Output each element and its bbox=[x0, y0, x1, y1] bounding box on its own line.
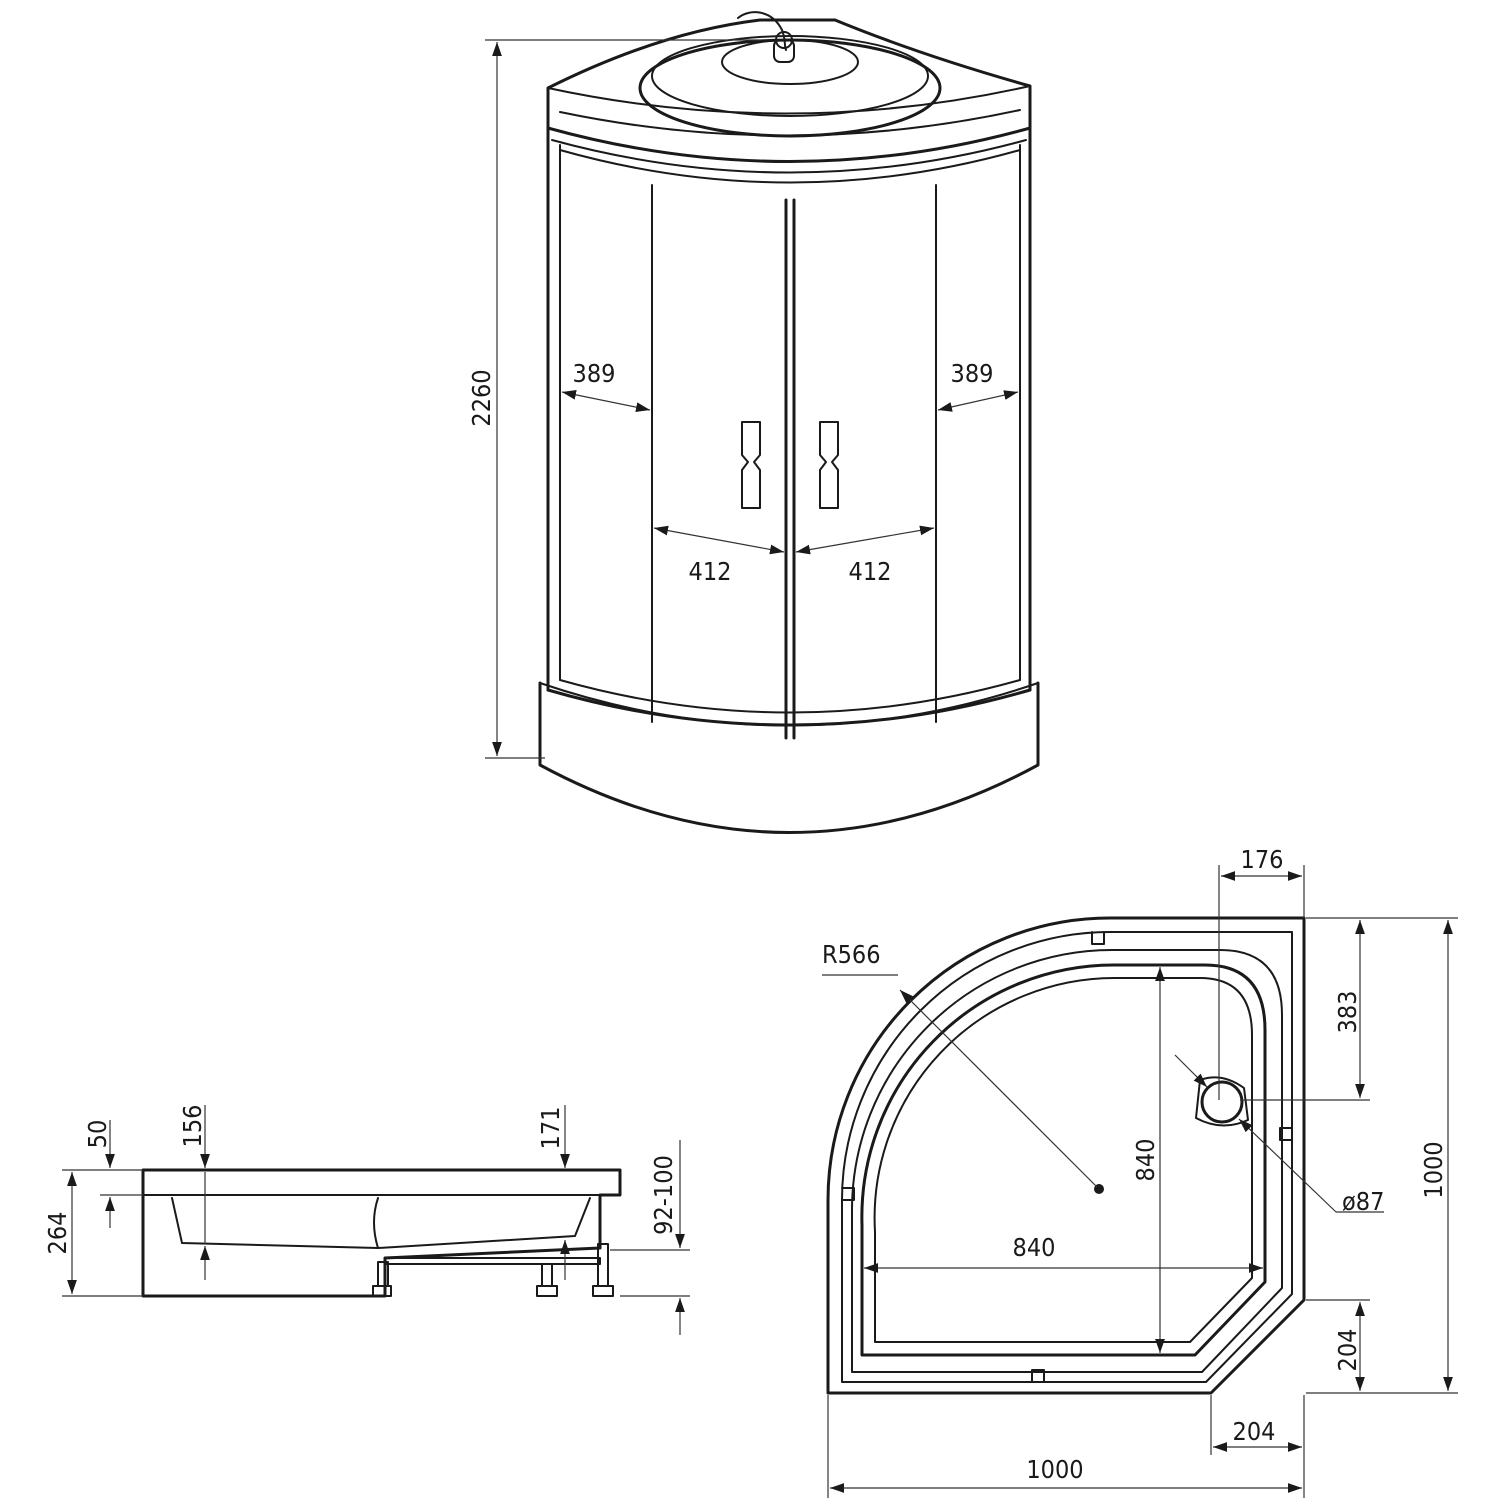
dim-inner-width-label: 840 bbox=[1013, 1233, 1056, 1262]
dim-drain-from-top-label: 383 bbox=[1333, 991, 1362, 1034]
dim-total-width-label: 1000 bbox=[1026, 1455, 1083, 1484]
dim-rim-label: 50 bbox=[83, 1120, 112, 1149]
dim-chamfer-horizontal-label: 204 bbox=[1233, 1417, 1276, 1446]
dim-depth-right-label: 171 bbox=[536, 1107, 565, 1150]
dim-panel-left-label: 389 bbox=[573, 359, 616, 388]
dim-total-height-label: 264 bbox=[43, 1212, 72, 1255]
dim-legs-label: 92-100 bbox=[649, 1155, 678, 1235]
side-view: 50 156 171 92-100 264 bbox=[43, 1105, 690, 1335]
dim-panel-right-label: 389 bbox=[951, 359, 994, 388]
dim-height-label: 2260 bbox=[467, 369, 496, 426]
dim-drain-diameter-label: ø87 bbox=[1342, 1187, 1384, 1216]
dim-depth-left-label: 156 bbox=[178, 1105, 207, 1148]
dim-total-height-plan-label: 1000 bbox=[1419, 1141, 1448, 1198]
plan-view: R566 176 383 ø87 840 840 1000 204 204 10… bbox=[822, 845, 1458, 1498]
dim-door-left-label: 412 bbox=[689, 557, 732, 586]
dim-door-right-label: 412 bbox=[849, 557, 892, 586]
front-view: 2260 389 389 412 412 bbox=[467, 11, 1040, 834]
dim-offset-top-label: 176 bbox=[1241, 845, 1284, 874]
dim-radius-label: R566 bbox=[822, 940, 881, 969]
dim-chamfer-vertical-label: 204 bbox=[1333, 1329, 1362, 1372]
dim-inner-height-label: 840 bbox=[1131, 1139, 1160, 1182]
